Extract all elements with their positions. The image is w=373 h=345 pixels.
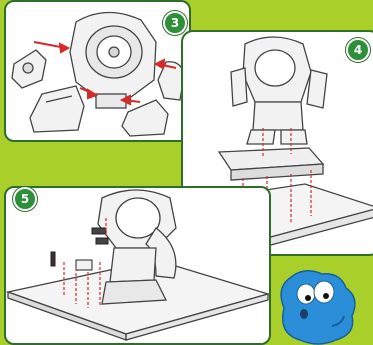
step-4-badge: 4 [346, 38, 370, 62]
robot-leg-part [121, 99, 169, 137]
step-3-badge: 3 [163, 11, 187, 35]
step-5-badge: 5 [13, 187, 37, 211]
robot-leg-part [29, 85, 85, 133]
step-3-panel [4, 0, 191, 142]
robot-arm-part [11, 49, 47, 89]
step-5-illustration [6, 189, 269, 341]
assembly-arrows [33, 41, 177, 106]
step-3-illustration [11, 11, 185, 137]
step-5-panel [4, 186, 271, 345]
blue-mascot [280, 270, 356, 345]
stand-plate [217, 147, 325, 181]
robot-torso-part [69, 11, 157, 109]
robot-body [230, 36, 328, 145]
robot-body [97, 189, 177, 305]
guide-lines [63, 218, 107, 308]
